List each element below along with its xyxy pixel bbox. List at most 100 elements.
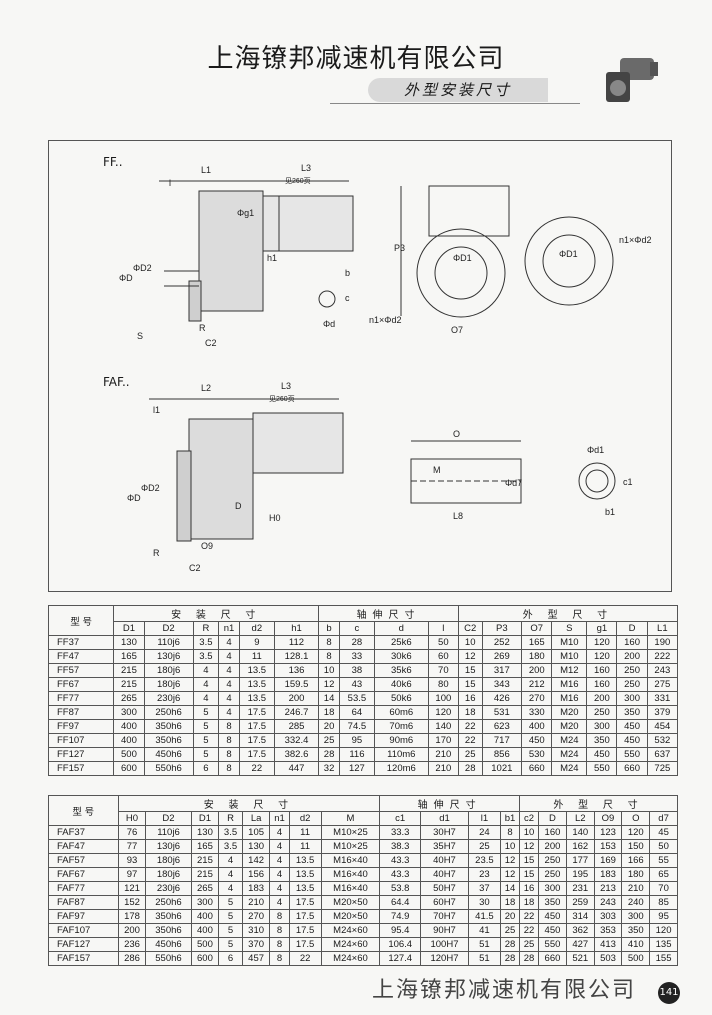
svg-text:R: R [153,548,160,558]
value-cell: 110m6 [373,747,429,762]
value-cell: 43.3 [379,853,422,868]
value-cell: 230j6 [143,691,194,706]
value-cell: 660 [538,951,567,966]
model-cell: FF77 [47,691,115,706]
column-header: g1 [586,621,618,636]
value-cell: 33.3 [379,825,422,840]
value-cell: 64.4 [379,895,422,910]
value-cell: 550 [538,937,567,952]
value-cell: 8 [318,649,340,664]
value-cell: 76 [117,825,147,840]
value-cell: 200 [538,839,567,854]
svg-text:P3: P3 [394,243,405,253]
value-cell: 13.5 [238,677,275,692]
value-cell: 4 [269,825,290,840]
value-cell: 13.5 [238,663,275,678]
value-cell: 300 [586,719,618,734]
model-cell: FF157 [47,761,115,776]
column-header: c [338,621,375,636]
value-cell: 300 [113,705,145,720]
value-cell: 22 [457,733,483,748]
value-cell: 4 [269,867,290,882]
value-cell: 215 [113,677,145,692]
value-cell: 236 [117,937,147,952]
value-cell: M10 [551,649,588,664]
faf-side-view: L2 L3 见260页 l1 ΦD ΦD2 H0 D R O9 C2 [127,381,344,573]
value-cell: 4 [218,705,240,720]
column-header: O [621,811,651,826]
svg-text:b: b [345,268,350,278]
svg-text:L1: L1 [201,165,211,175]
value-cell: 95 [649,909,678,924]
model-cell: FF107 [47,733,115,748]
value-cell: 222 [646,649,679,664]
value-cell: M24 [551,761,588,776]
model-cell: FAF77 [48,881,119,896]
value-cell: 450h6 [145,937,192,952]
svg-text:S: S [137,331,143,341]
value-cell: 162 [565,839,595,854]
value-cell: 180 [521,649,553,664]
value-cell: 43.3 [379,867,422,882]
value-cell: 22 [519,909,540,924]
value-cell: 600 [113,761,145,776]
value-cell: 550h6 [145,951,192,966]
value-cell: 120 [586,635,618,650]
value-cell: 15 [457,663,483,678]
value-cell: M16 [551,691,588,706]
column-header: d [373,621,429,636]
value-cell: 95.4 [379,923,422,938]
value-cell: 717 [481,733,523,748]
model-cell: FAF97 [48,909,119,924]
value-cell: 213 [593,881,623,896]
column-header: D [538,811,567,826]
value-cell: 447 [273,761,320,776]
value-cell: M16×40 [320,881,381,896]
value-cell: 60H7 [420,895,469,910]
column-header: M [320,811,381,826]
value-cell: 14 [318,691,340,706]
value-cell: 3.5 [192,635,220,650]
svg-text:ΦD2: ΦD2 [133,263,152,273]
model-cell: FF97 [47,719,115,734]
value-cell: 41.5 [467,909,501,924]
value-cell: 14 [499,881,521,896]
model-cell: FF67 [47,677,115,692]
page-number: 141 [658,982,680,1004]
value-cell: M20×50 [320,909,381,924]
value-cell: 130j6 [145,839,192,854]
model-cell: FAF47 [48,839,119,854]
value-cell: 169 [593,853,623,868]
value-cell: 382.6 [273,747,320,762]
value-cell: 300 [621,909,651,924]
value-cell: 286 [117,951,147,966]
value-cell: 200 [521,663,553,678]
value-cell: 200 [586,691,618,706]
value-cell: M20×50 [320,895,381,910]
value-cell: 50H7 [420,881,469,896]
column-header: O7 [521,621,553,636]
model-cell: FF87 [47,705,115,720]
value-cell: 17.5 [288,937,322,952]
value-cell: 183 [241,881,271,896]
ff-group-mount: 安 装 尺 寸 [113,605,320,622]
value-cell: 15 [457,677,483,692]
value-cell: 159.5 [273,677,320,692]
value-cell: 165 [113,649,145,664]
svg-text:Φg1: Φg1 [237,208,254,218]
svg-text:Φd: Φd [323,319,335,329]
svg-text:L3: L3 [301,163,311,173]
value-cell: 3.5 [218,825,243,840]
value-cell: 250 [616,663,648,678]
value-cell: 343 [481,677,523,692]
value-cell: 121 [117,881,147,896]
value-cell: 350 [586,733,618,748]
value-cell: 50 [649,839,678,854]
value-cell: 317 [481,663,523,678]
value-cell: 160 [616,635,648,650]
model-cell: FAF87 [48,895,119,910]
